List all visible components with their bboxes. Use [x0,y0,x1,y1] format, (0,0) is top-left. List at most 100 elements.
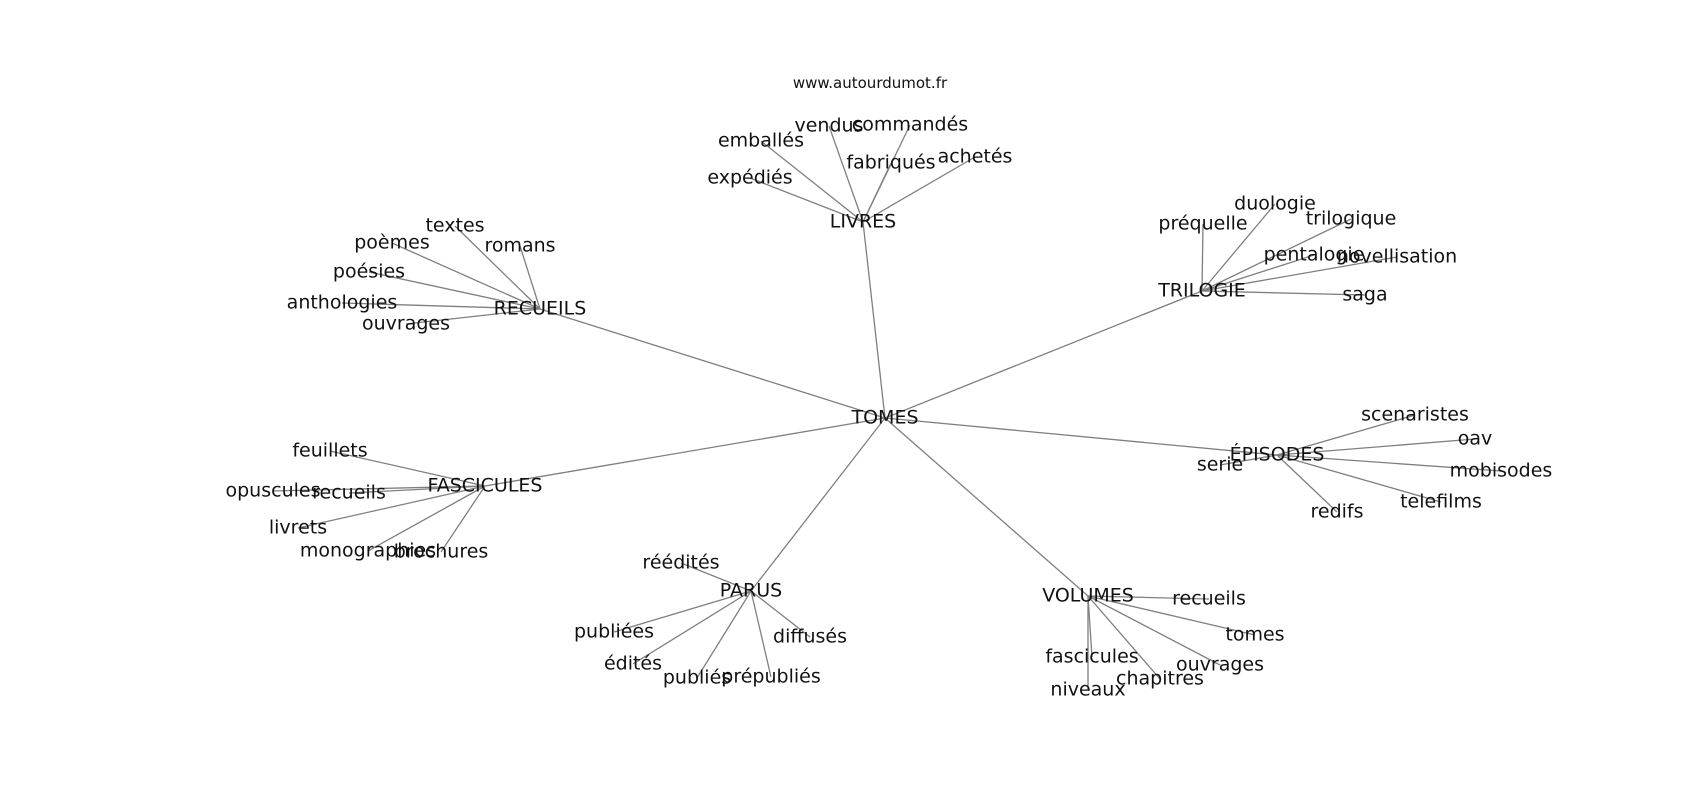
leaf-word: recueils [1172,588,1246,610]
cluster-word: FASCICULES [428,475,543,497]
cluster-word: RECUEILS [494,298,587,320]
edge-cluster-4-leaf-1 [1276,438,1476,456]
cluster-word: ÉPISODES [1230,443,1325,466]
cluster-word: VOLUMES [1042,585,1134,607]
leaf-word: fascicules [1045,646,1138,668]
edge-cluster-5-leaf-2 [750,590,811,638]
leaf-word: poèmes [354,232,429,254]
edge-cluster-4-leaf-5 [1276,454,1338,513]
leaf-word: trilogique [1306,208,1397,230]
leaf-word: publiés [663,667,731,689]
leaf-word: niveaux [1050,679,1125,701]
cluster-word: TRILOGIE [1157,280,1246,302]
edge-cluster-0-leaf-1 [828,125,864,223]
edge-center-6 [884,417,1089,597]
edge-cluster-2-leaf-1 [1201,223,1204,292]
leaf-word: opuscules [226,480,321,502]
leaf-word: poésies [333,261,405,283]
edge-cluster-6-leaf-2 [1087,595,1093,658]
edge-cluster-5-leaf-4 [696,590,752,679]
edge-cluster-6-leaf-3 [1087,595,1221,666]
leaf-word: tomes [1225,624,1284,646]
leaf-word: fabriqués [846,152,935,174]
leaf-word: brochures [394,541,489,563]
leaf-word: expédiés [707,167,792,189]
edge-cluster-0-leaf-3 [862,162,892,223]
leaf-word: édités [604,653,662,675]
source-url[interactable]: www.autourdumot.fr [793,74,948,92]
leaf-word: vendus [795,115,864,137]
leaf-word: publiées [574,621,654,643]
edge-center-0 [862,221,886,419]
edge-cluster-0-leaf-5 [749,177,864,223]
leaf-word: mobisodes [1450,460,1553,482]
leaf-word: novellisation [1337,246,1457,268]
edge-cluster-6-leaf-4 [1087,595,1161,680]
edge-cluster-1-leaf-5 [405,308,541,325]
edge-cluster-2-leaf-0 [1201,203,1276,292]
edge-cluster-5-leaf-1 [613,590,752,633]
edge-cluster-6-leaf-1 [1087,595,1256,636]
leaf-word: réédités [642,552,719,574]
leaf-word: emballés [718,130,804,152]
edge-cluster-3-leaf-3 [297,485,486,529]
edge-cluster-3-leaf-1 [272,485,486,492]
leaf-word: scenaristes [1361,404,1469,426]
leaf-word: pentalogie [1264,244,1365,266]
edge-cluster-5-leaf-0 [680,562,752,592]
edge-center-3 [484,417,886,487]
leaf-word: feuillets [292,440,367,462]
edge-cluster-5-leaf-5 [750,590,772,678]
edge-cluster-5-leaf-3 [632,590,752,665]
leaf-word: monographies [300,540,436,562]
edge-cluster-1-leaf-1 [519,245,541,310]
edge-cluster-2-leaf-2 [1201,218,1352,292]
edge-center-1 [539,308,886,419]
edge-cluster-4-leaf-0 [1276,414,1416,456]
edge-cluster-3-leaf-4 [367,485,486,552]
leaf-word: commandés [852,114,968,136]
edge-cluster-1-leaf-0 [454,225,541,310]
edge-cluster-2-leaf-3 [1201,254,1315,292]
leaf-word: redifs [1310,501,1363,523]
leaf-word: recueils [312,482,386,504]
edge-cluster-3-leaf-0 [329,450,486,487]
edge-cluster-0-leaf-4 [862,156,976,223]
leaf-word: telefilms [1400,491,1482,513]
edge-cluster-1-leaf-4 [341,302,541,310]
leaf-word: duologie [1234,193,1316,215]
leaf-word: préquelle [1158,213,1247,235]
edge-cluster-2-leaf-5 [1201,290,1366,296]
leaf-word: ouvrages [362,313,450,335]
leaf-word: diffusés [773,626,847,648]
edge-cluster-1-leaf-2 [391,242,541,310]
edge-cluster-3-leaf-2 [348,485,486,494]
edge-cluster-3-leaf-5 [440,485,486,553]
leaf-word: textes [425,215,484,237]
edge-center-5 [750,417,886,592]
leaf-word: achetés [938,146,1013,168]
leaf-word: anthologies [287,292,398,314]
cluster-word: LIVRES [830,211,896,233]
leaf-word: chapitres [1116,668,1204,690]
edge-cluster-4-leaf-2 [1219,454,1278,466]
edge-center-4 [884,417,1278,456]
leaf-word: livrets [269,517,327,539]
edges-layer [272,124,1502,690]
leaf-word: serie [1197,454,1243,476]
edge-cluster-1-leaf-3 [368,271,541,310]
edge-cluster-0-leaf-0 [760,140,864,223]
center-word: TOMES [850,407,918,429]
cluster-word: PARUS [720,580,782,602]
edge-cluster-4-leaf-3 [1276,454,1502,472]
leaf-word: ouvrages [1176,654,1264,676]
edge-cluster-4-leaf-4 [1276,454,1442,503]
leaf-word: oav [1458,428,1493,450]
leaf-word: prépubliés [721,666,820,688]
leaf-word: romans [484,235,555,257]
edge-cluster-6-leaf-0 [1087,595,1210,600]
edge-center-2 [884,290,1203,419]
